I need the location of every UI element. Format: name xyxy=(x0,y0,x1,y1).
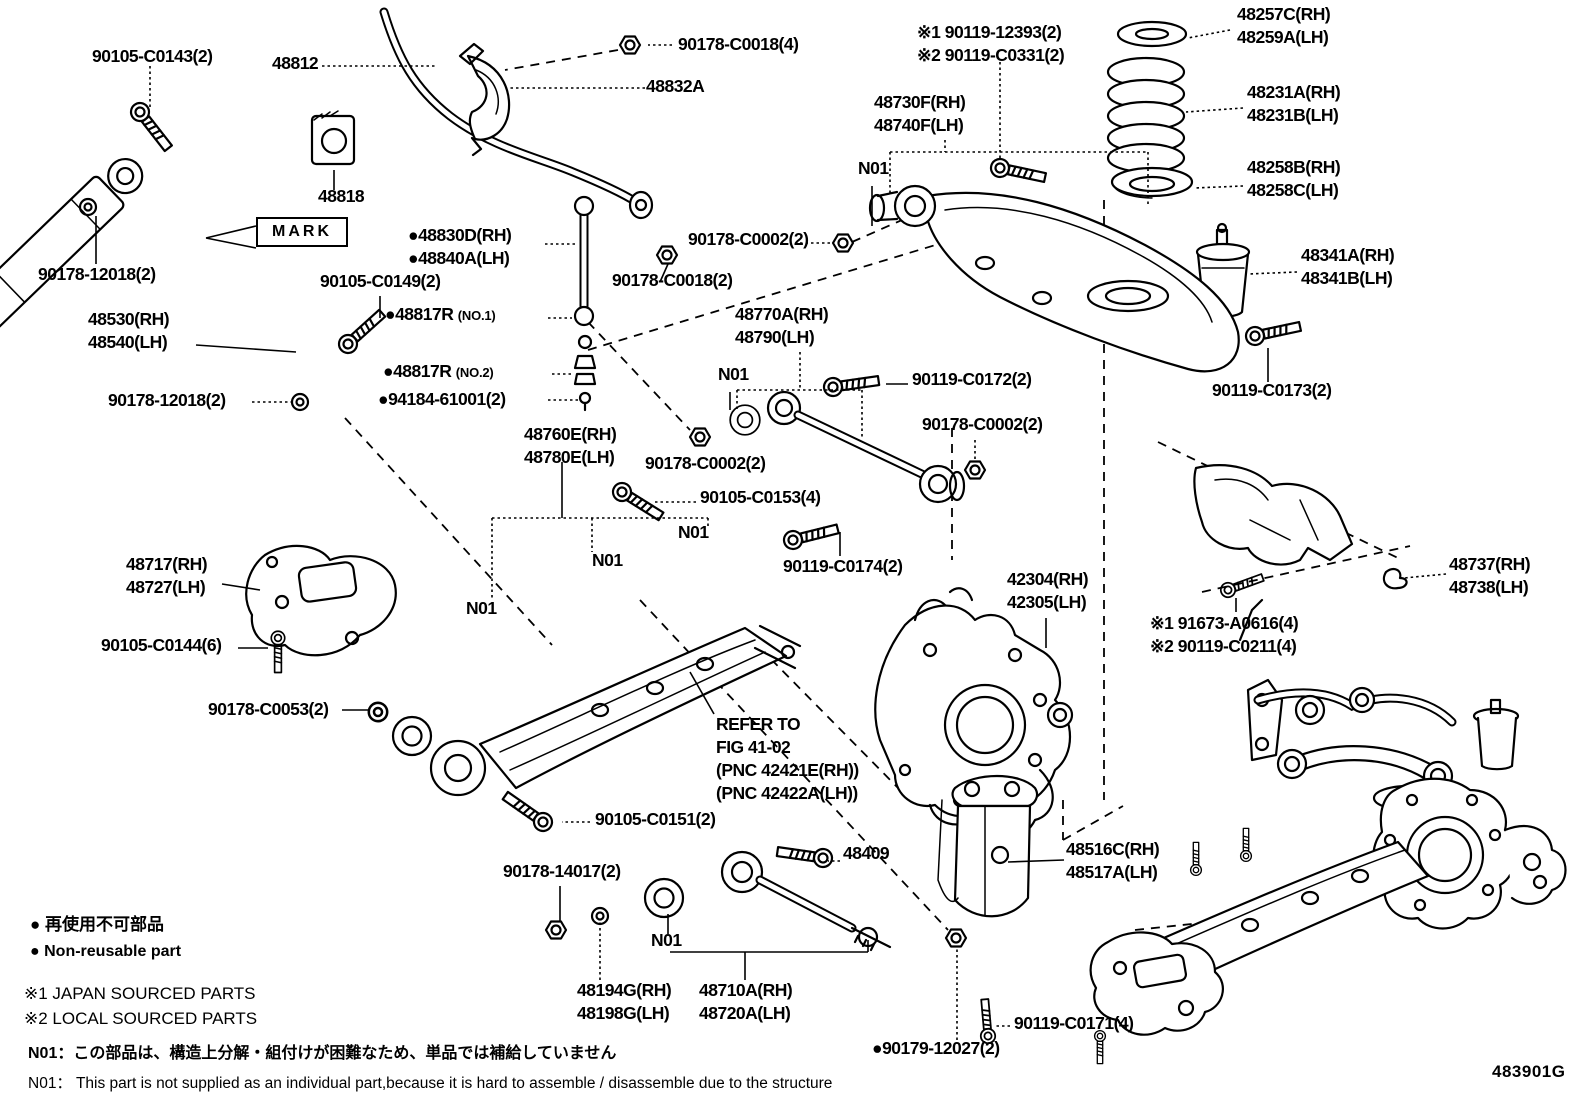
bullet-icon: ● xyxy=(30,943,40,960)
n01-label: N01 xyxy=(592,550,623,570)
legend-nonreusable-en: ● Non-reusable part xyxy=(30,943,182,960)
part-label-48780e: 48780E(LH) xyxy=(524,447,615,467)
refer-note-line4: (PNC 42422A(LH)) xyxy=(716,783,858,803)
trailing-arm xyxy=(367,624,802,836)
part-label-48198g: 48198G(LH) xyxy=(577,1003,670,1023)
part-label-90178-c0002-b: 90178-C0002(2) xyxy=(922,414,1043,434)
spring-bumper-bracket xyxy=(937,774,1290,1045)
part-label-90119-c0174: 90119-C0174(2) xyxy=(783,556,903,576)
part-label-48231b: 48231B(LH) xyxy=(1247,105,1339,125)
no1-suffix: (NO.1) xyxy=(457,308,496,323)
part-label-90105-c0143: 90105-C0143(2) xyxy=(92,46,213,66)
bullet-icon: ● xyxy=(30,915,41,934)
part-label-48710a: 48710A(RH) xyxy=(699,980,793,1000)
part-label-90178-12018-a: 90178-12018(2) xyxy=(38,264,156,284)
part-label-48738: 48738(LH) xyxy=(1449,577,1529,597)
part-label-90119-c0172: 90119-C0172(2) xyxy=(912,369,1032,389)
part-label-48409: 48409 xyxy=(843,843,890,863)
part-label-90119-12393: ※1 90119-12393(2) xyxy=(917,22,1062,42)
part-label-48817r-no1: ●48817R (NO.1) xyxy=(385,304,496,324)
part-label-48812: 48812 xyxy=(272,53,319,73)
part-label-90105-c0144: 90105-C0144(6) xyxy=(101,635,222,655)
part-label-48258b: 48258B(RH) xyxy=(1247,157,1341,177)
part-label-48818: 48818 xyxy=(318,186,365,206)
part-label-90119-c0331: ※2 90119-C0331(2) xyxy=(917,45,1065,65)
part-label-48740f: 48740F(LH) xyxy=(874,115,964,135)
part-label-48194g: 48194G(RH) xyxy=(577,980,672,1000)
legend-nonreusable-jp: ● 再使用不可部品 xyxy=(30,915,165,934)
assembled-rear-suspension xyxy=(1089,316,1567,1065)
part-label-90178-14017: 90178-14017(2) xyxy=(503,861,621,881)
part-label-90105-c0153: 90105-C0153(4) xyxy=(700,487,821,507)
part-label-90105-c0149: 90105-C0149(2) xyxy=(320,271,441,291)
part-label-48727: 48727(LH) xyxy=(126,577,206,597)
part-label-91673-a0616: ※1 91673-A0616(4) xyxy=(1150,613,1299,633)
part-label-48760e: 48760E(RH) xyxy=(524,424,617,444)
part-label-90178-c0018-4: 90178-C0018(4) xyxy=(678,34,799,54)
part-label-48830d: ●48830D(RH) xyxy=(408,225,512,245)
part-label-48790: 48790(LH) xyxy=(735,327,815,347)
n01-label: N01 xyxy=(651,930,682,950)
legend-japan-sourced: ※1 JAPAN SOURCED PARTS xyxy=(24,984,256,1003)
refer-note-line1: REFER TO xyxy=(716,714,801,734)
lower-arm-no2 xyxy=(868,156,1240,373)
part-label-48516c: 48516C(RH) xyxy=(1066,839,1160,859)
part-label-42304: 42304(RH) xyxy=(1007,569,1089,589)
n01-label: N01 xyxy=(858,158,889,178)
part-label-90178-c0002-a: 90178-C0002(2) xyxy=(688,229,809,249)
part-label-48832a: 48832A xyxy=(646,76,705,96)
part-label-48530: 48530(RH) xyxy=(88,309,170,329)
part-label-48259a: 48259A(LH) xyxy=(1237,27,1329,47)
n01-label: N01 xyxy=(678,522,709,542)
protector-shield xyxy=(1193,464,1408,601)
part-label-90119-c0171: 90119-C0171(4) xyxy=(1014,1013,1134,1033)
part-label-48258c: 48258C(LH) xyxy=(1247,180,1339,200)
upper-rod xyxy=(608,370,987,553)
diagram-code: 483901G xyxy=(1492,1062,1566,1081)
part-label-90178-12018-b: 90178-12018(2) xyxy=(108,390,226,410)
part-label-48257c: 48257C(RH) xyxy=(1237,4,1331,24)
part-label-90119-c0173: 90119-C0173(2) xyxy=(1212,380,1332,400)
note-jp: N01：この部品は、構造上分解・組付けが困難なため、単品では補給していません xyxy=(28,1045,617,1062)
note-en: N01： This part is not supplied as an ind… xyxy=(28,1075,833,1092)
part-label-94184-61001: ●94184-61001(2) xyxy=(378,389,506,409)
mount-bracket xyxy=(245,544,397,674)
part-label-48231a: 48231A(RH) xyxy=(1247,82,1341,102)
refer-note-line3: (PNC 42421E(RH)) xyxy=(716,760,859,780)
part-label-48720a: 48720A(LH) xyxy=(699,1003,791,1023)
n01-label: N01 xyxy=(718,364,749,384)
part-label-90178-c0018-2: 90178-C0018(2) xyxy=(612,270,733,290)
part-label-48717: 48717(RH) xyxy=(126,554,208,574)
lower-rod xyxy=(544,841,892,952)
mark-callout: MARK xyxy=(256,217,348,247)
n01-label: N01 xyxy=(466,598,497,618)
part-label-48517a: 48517A(LH) xyxy=(1066,862,1158,882)
no2-suffix: (NO.2) xyxy=(455,365,494,380)
stabilizer-bar xyxy=(310,7,855,412)
refer-note-line2: FIG 41-02 xyxy=(716,737,791,757)
part-label-48341b: 48341B(LH) xyxy=(1301,268,1393,288)
part-label-90178-c0002-c: 90178-C0002(2) xyxy=(645,453,766,473)
part-label-48737: 48737(RH) xyxy=(1449,554,1531,574)
part-label-48540: 48540(LH) xyxy=(88,332,168,352)
part-label-48840a: ●48840A(LH) xyxy=(408,248,510,268)
part-label-90105-c0151: 90105-C0151(2) xyxy=(595,809,716,829)
part-label-48817r-no2: ●48817R (NO.2) xyxy=(383,361,494,381)
part-label-48730f: 48730F(RH) xyxy=(874,92,966,112)
legend-local-sourced: ※2 LOCAL SOURCED PARTS xyxy=(24,1009,258,1028)
coil-spring xyxy=(1106,20,1194,199)
part-label-90178-c0053: 90178-C0053(2) xyxy=(208,699,329,719)
part-label-48341a: 48341A(RH) xyxy=(1301,245,1395,265)
knuckle xyxy=(874,587,1074,841)
part-label-42305: 42305(LH) xyxy=(1007,592,1087,612)
part-label-90179-12027: ●90179-12027(2) xyxy=(872,1038,1000,1058)
leader-lines xyxy=(95,29,1447,1040)
part-label-90119-c0211: ※2 90119-C0211(4) xyxy=(1150,636,1297,656)
part-label-48770a: 48770A(RH) xyxy=(735,304,829,324)
